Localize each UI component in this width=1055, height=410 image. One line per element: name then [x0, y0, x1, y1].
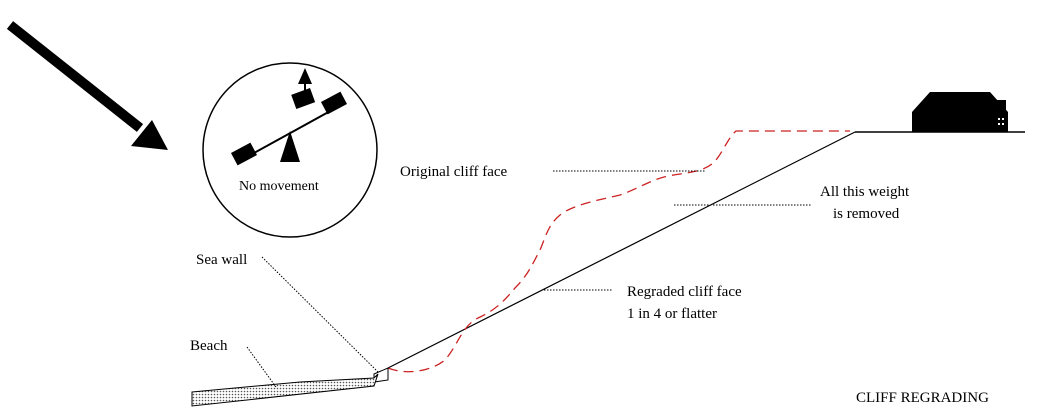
- beach: [192, 374, 378, 406]
- regraded-label-line1: Regraded cliff face: [627, 284, 742, 300]
- diagram-title: CLIFF REGRADING: [856, 390, 989, 406]
- beach-label: Beach: [190, 338, 228, 354]
- arrow-icon: [10, 25, 168, 150]
- regraded-label-line2: 1 in 4 or flatter: [627, 306, 717, 322]
- sea-wall-leader: [262, 257, 378, 372]
- weight-label-line1: All this weight: [820, 184, 910, 200]
- house-icon: [912, 92, 1008, 132]
- weight-label-line2: is removed: [833, 206, 900, 222]
- no-movement-label: No movement: [239, 179, 319, 194]
- original-cliff-label: Original cliff face: [400, 164, 508, 180]
- balance-icon: [203, 63, 377, 237]
- sea-wall-label: Sea wall: [196, 252, 247, 268]
- beach-leader: [247, 347, 276, 387]
